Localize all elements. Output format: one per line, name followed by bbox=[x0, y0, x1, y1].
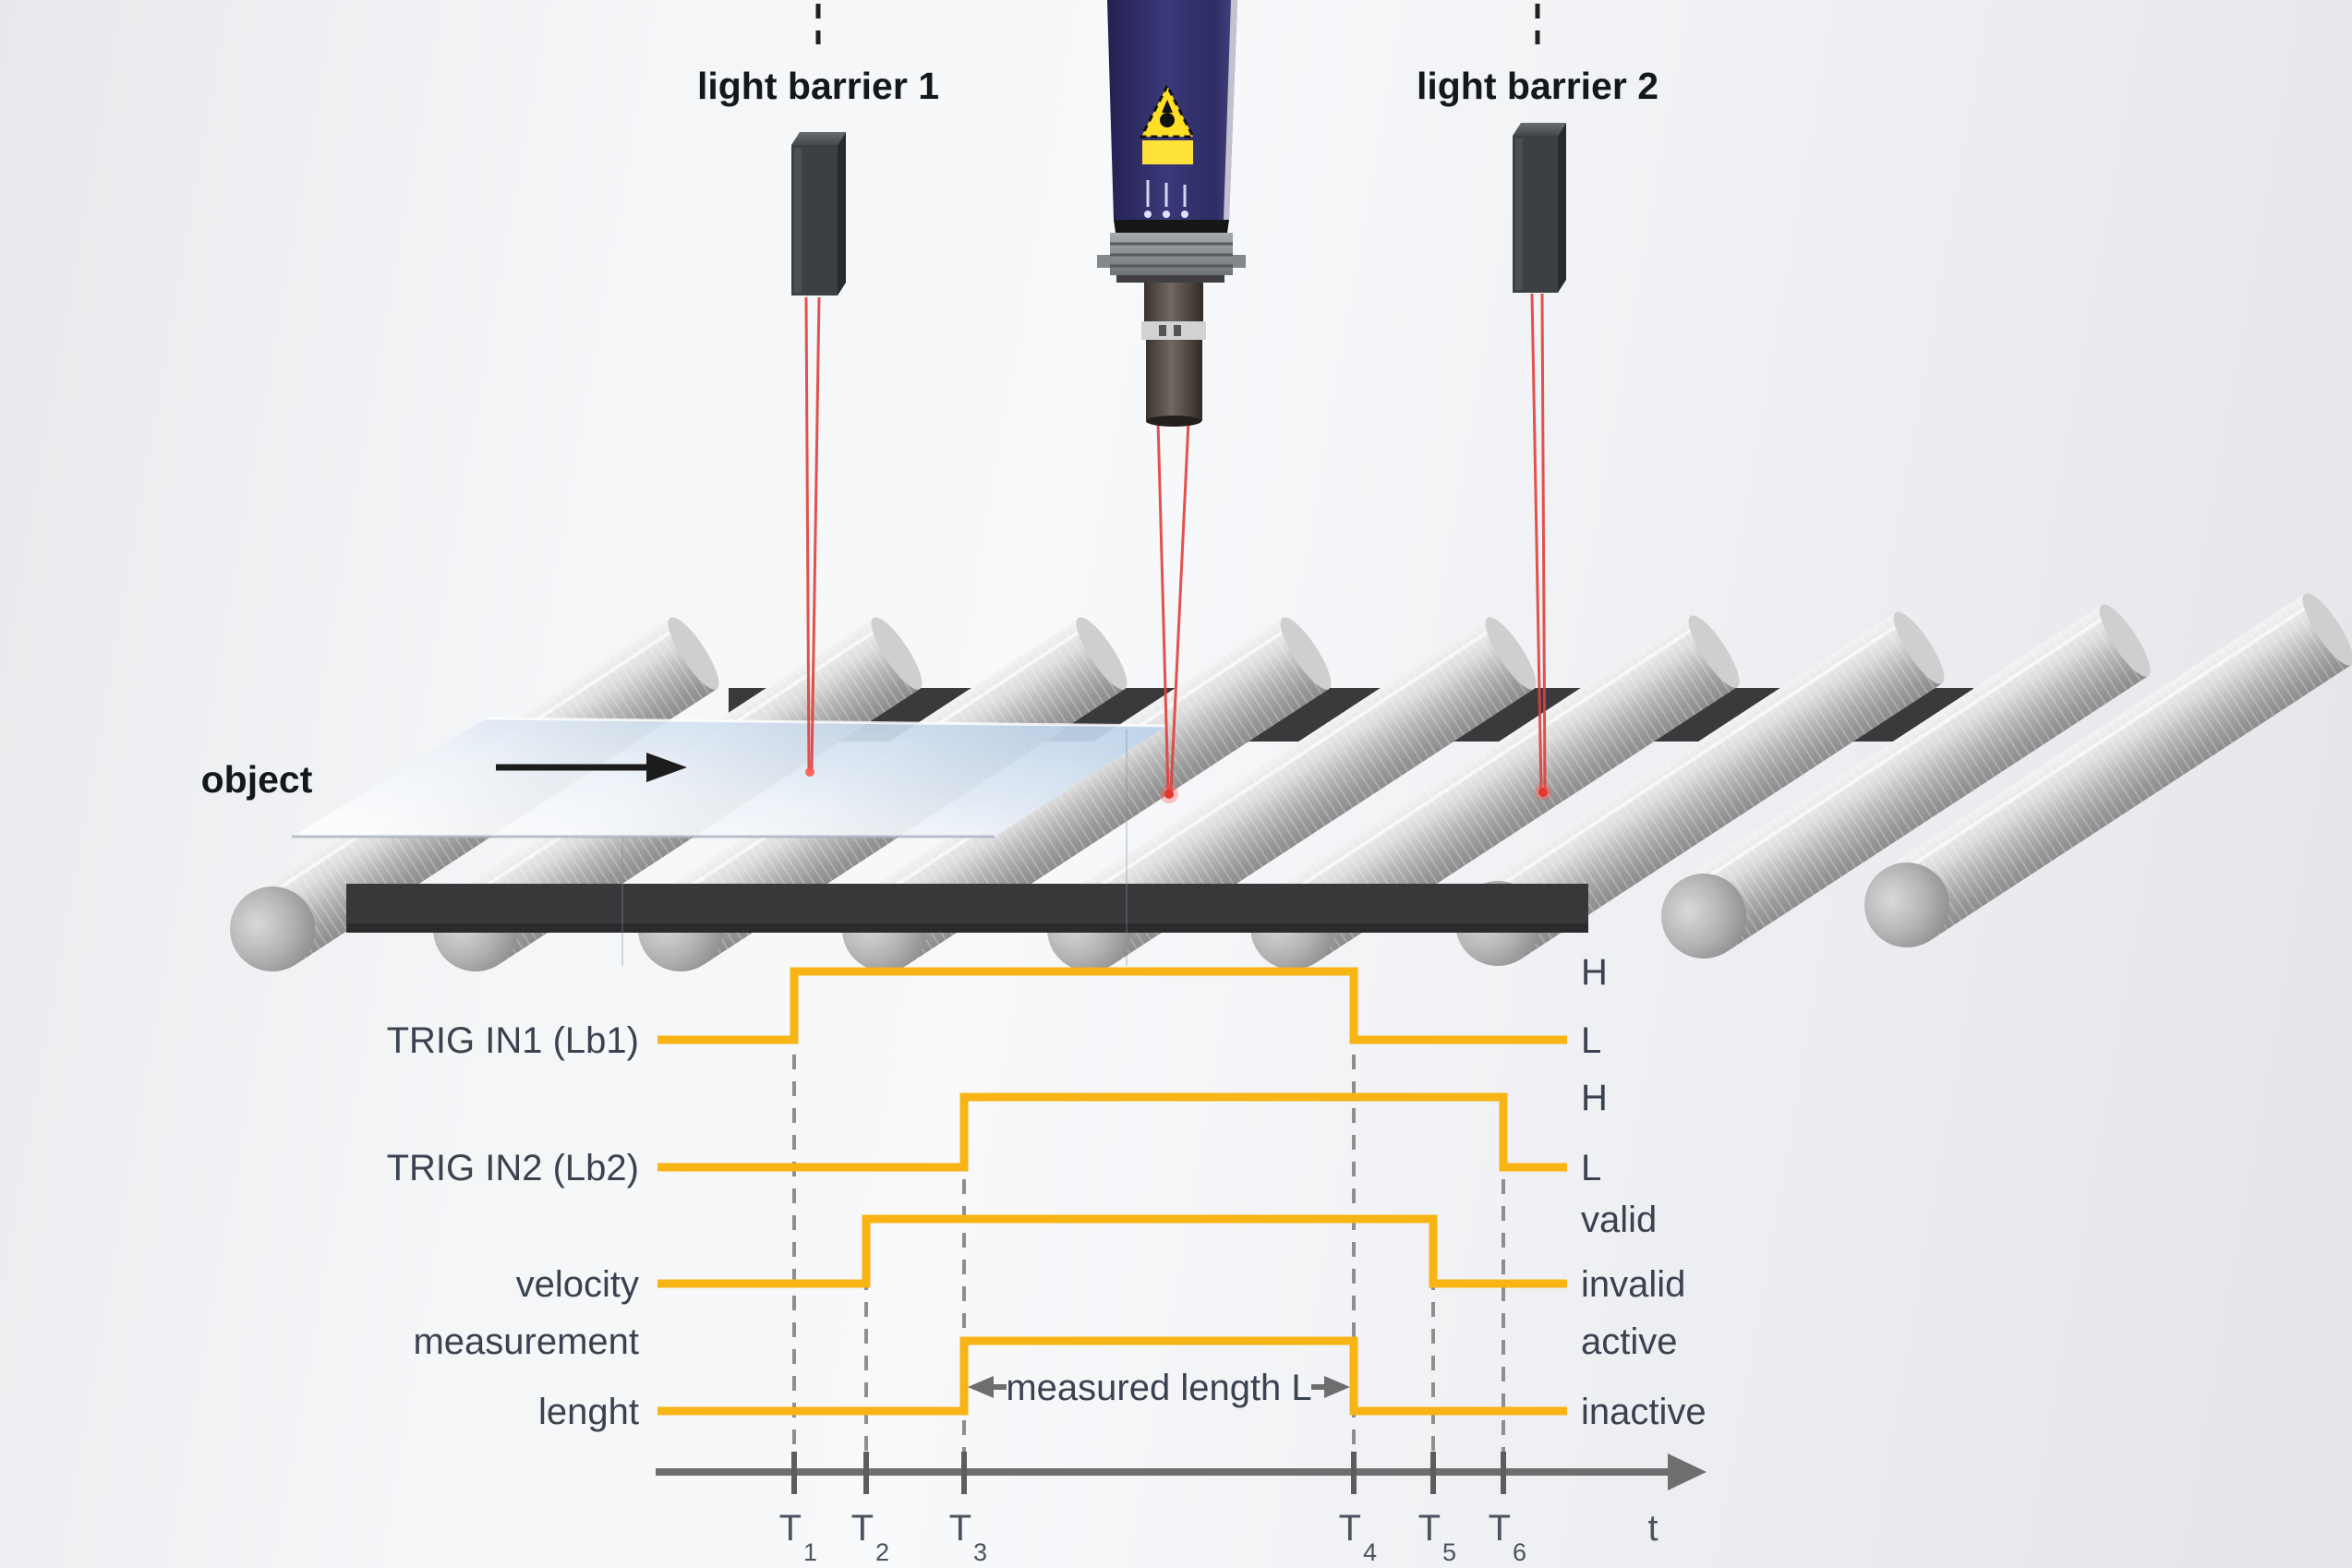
arrow-right-icon bbox=[1324, 1376, 1350, 1398]
trace-trig-in2 bbox=[657, 1092, 1567, 1172]
object-label: object bbox=[201, 758, 313, 801]
sensor-mount-band bbox=[1114, 220, 1229, 233]
lb1-laser-spot bbox=[805, 767, 814, 777]
signal-label-trig-in1: TRIG IN1 (Lb1) bbox=[387, 1020, 639, 1061]
t-mark-1: T bbox=[779, 1508, 802, 1549]
t-mark-3: T bbox=[949, 1508, 971, 1549]
signal-label-velocity: velocity bbox=[516, 1264, 639, 1305]
t-mark-1-sub: 1 bbox=[803, 1538, 817, 1566]
level-label-velocity-invalid: invalid bbox=[1581, 1264, 1685, 1305]
sensor-neck bbox=[1116, 275, 1224, 283]
t-mark-6-sub: 6 bbox=[1513, 1538, 1526, 1566]
lb1-beam bbox=[810, 296, 821, 771]
level-label-in1-high: H bbox=[1581, 952, 1608, 993]
time-axis-label: t bbox=[1647, 1508, 1658, 1549]
light-barrier-2-label: light barrier 2 bbox=[1417, 65, 1658, 107]
roller bbox=[1661, 604, 2151, 959]
lens-aperture bbox=[1146, 416, 1201, 427]
timing-diagram: measured length L TRIG IN1 (Lb1) TRIG IN… bbox=[387, 952, 1707, 1566]
signal-label-trig-in2: TRIG IN2 (Lb2) bbox=[387, 1148, 639, 1188]
roller bbox=[1864, 593, 2352, 947]
level-label-in1-low: L bbox=[1581, 1020, 1601, 1061]
measured-length-annotation: measured length L bbox=[968, 1368, 1350, 1408]
lb2-beam bbox=[1530, 293, 1543, 791]
light-barrier-2-device bbox=[1513, 123, 1566, 293]
laser-beams bbox=[804, 293, 1547, 793]
time-axis bbox=[656, 1452, 1707, 1494]
lens-barrel-lower bbox=[1146, 340, 1202, 421]
sensor-body-highlight bbox=[1224, 0, 1237, 220]
signal-label-lenght: lenght bbox=[538, 1392, 639, 1432]
object-plate bbox=[292, 717, 1168, 838]
bracket-tab-left bbox=[1097, 255, 1110, 268]
light-barrier-1-label: light barrier 1 bbox=[697, 65, 939, 107]
t-mark-4-sub: 4 bbox=[1363, 1538, 1377, 1566]
lb1-beam bbox=[804, 296, 811, 771]
trace-trig-in1 bbox=[657, 967, 1567, 1044]
t-mark-2: T bbox=[851, 1508, 874, 1549]
measured-length-label: measured length L bbox=[1006, 1368, 1311, 1408]
t-mark-5-sub: 5 bbox=[1442, 1538, 1456, 1566]
t-mark-5: T bbox=[1418, 1508, 1441, 1549]
axis-arrow-icon bbox=[1668, 1453, 1707, 1490]
light-barrier-1-device bbox=[791, 132, 846, 296]
sensor-beam bbox=[1156, 420, 1170, 793]
conveyor bbox=[230, 593, 2352, 971]
sensor-laser-spot bbox=[1164, 790, 1174, 799]
signal-label-measurement: measurement bbox=[413, 1321, 639, 1362]
t-mark-3-sub: 3 bbox=[973, 1538, 987, 1566]
roller bbox=[1250, 615, 1740, 970]
laser-warning-icon bbox=[1139, 82, 1196, 139]
t-mark-4: T bbox=[1339, 1508, 1361, 1549]
level-label-velocity-valid: valid bbox=[1581, 1200, 1657, 1240]
sensor-label-strip-upper bbox=[1142, 140, 1193, 164]
arrow-left-icon bbox=[968, 1376, 994, 1398]
t-mark-6: T bbox=[1489, 1508, 1511, 1549]
signal-traces bbox=[657, 967, 1567, 1416]
bracket-tab-right bbox=[1233, 255, 1246, 268]
lb2-laser-spot bbox=[1538, 788, 1548, 797]
lens-barrel-upper bbox=[1144, 283, 1203, 321]
t-marks: T 1 T 2 T 3 T 4 T 5 T 6 t bbox=[779, 1508, 1658, 1566]
level-label-in2-low: L bbox=[1581, 1148, 1601, 1188]
t-mark-2-sub: 2 bbox=[875, 1538, 889, 1566]
level-label-measurement-inactive: inactive bbox=[1581, 1392, 1707, 1432]
level-label-in2-high: H bbox=[1581, 1078, 1608, 1118]
sensor-indicator-leds bbox=[1144, 180, 1188, 218]
motion-arrow bbox=[496, 753, 687, 782]
sensor-beam bbox=[1169, 420, 1190, 793]
conveyor-front-rail bbox=[346, 884, 1588, 933]
level-label-measurement-active: active bbox=[1581, 1321, 1678, 1362]
rollers bbox=[230, 593, 2352, 971]
trace-velocity bbox=[657, 1214, 1567, 1288]
trace-measurement-length bbox=[657, 1336, 1567, 1416]
laser-sensor bbox=[1097, 0, 1246, 427]
lb2-beam bbox=[1540, 293, 1547, 791]
